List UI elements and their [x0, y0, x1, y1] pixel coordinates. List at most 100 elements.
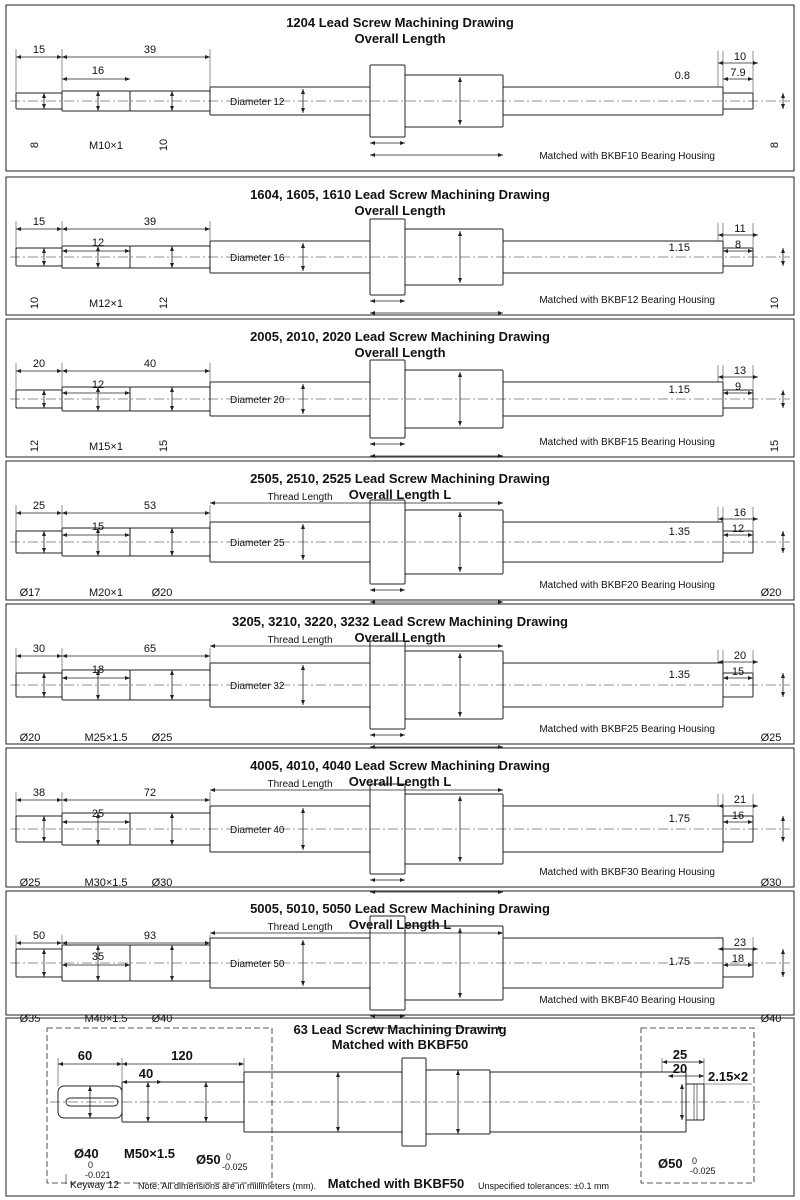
- dim-d-label: 16: [734, 507, 746, 519]
- right-journal-label: Ø30: [761, 877, 782, 889]
- dim-b: [62, 55, 210, 59]
- keyway-label: Keyway 12: [70, 1180, 119, 1191]
- arrowhead: [204, 1082, 208, 1087]
- arrowhead: [458, 512, 462, 517]
- shoulder-dia: [170, 670, 174, 700]
- arrowhead: [301, 89, 305, 94]
- bearing-note: Matched with BKBF25 Bearing Housing: [539, 724, 715, 735]
- nut-height: [458, 653, 462, 717]
- arrowhead: [370, 442, 375, 446]
- panel-border: [5, 747, 795, 888]
- arrowhead: [57, 227, 62, 231]
- dim-d: [718, 61, 758, 65]
- dim-a-label: 50: [33, 930, 45, 942]
- shaft-dia: [336, 1072, 340, 1132]
- arrowhead: [170, 813, 174, 818]
- arrowhead: [42, 104, 46, 109]
- arrowhead: [301, 808, 305, 813]
- nut-height: [458, 231, 462, 283]
- arrowhead: [42, 531, 46, 536]
- dim-e: [723, 533, 753, 537]
- thread-dia: [96, 813, 100, 845]
- arrowhead: [57, 511, 62, 515]
- arrowhead: [122, 1062, 127, 1066]
- arrowhead: [723, 676, 728, 680]
- arrowhead: [205, 654, 210, 658]
- arrowhead: [458, 796, 462, 801]
- right-journal: [722, 92, 754, 110]
- dim-c-label: 12: [92, 237, 104, 249]
- arrowhead: [680, 1084, 684, 1089]
- shaft-diameter: [301, 808, 305, 850]
- thread-length-dim: [210, 788, 503, 792]
- arrowhead: [753, 233, 758, 237]
- dim-e-label: 12: [732, 523, 744, 535]
- dim-d: [718, 947, 758, 951]
- dim-e-label: 20: [673, 1061, 687, 1076]
- left-journal-label: Ø20: [20, 732, 41, 744]
- arrowhead: [16, 654, 21, 658]
- arrowhead: [42, 390, 46, 395]
- thread-spec-label: M50×1.5: [124, 1146, 175, 1161]
- arrowhead: [753, 947, 758, 951]
- thread-spec-label: M25×1.5: [84, 732, 127, 744]
- left-journal-label: Ø25: [20, 877, 41, 889]
- dim-b-label: 39: [144, 44, 156, 56]
- panel-border: [5, 4, 795, 172]
- arrowhead: [753, 804, 758, 808]
- dim-b-label: 40: [144, 358, 156, 370]
- arrowhead: [301, 555, 305, 560]
- arrowhead: [96, 945, 100, 950]
- arrowhead: [62, 227, 67, 231]
- panel-3: 2505, 2510, 2525 Lead Screw Machining Dr…: [5, 460, 795, 604]
- dim-b: [122, 1062, 244, 1066]
- shoulder-dia-label: Ø40: [152, 1013, 173, 1025]
- arrowhead: [400, 588, 405, 592]
- arrowhead: [96, 695, 100, 700]
- arrowhead: [781, 673, 785, 678]
- shoulder-dia-label: 10: [158, 139, 170, 151]
- arrowhead: [301, 243, 305, 248]
- right-journal-label: Ø25: [761, 732, 782, 744]
- shaft-diameter-label: Diameter 20: [230, 395, 285, 406]
- dim-d-label: 20: [734, 650, 746, 662]
- shoulder-dia: [170, 945, 174, 981]
- dim-d: [718, 375, 758, 379]
- arrowhead: [301, 940, 305, 945]
- arrowhead: [96, 670, 100, 675]
- left-journal-dia: [42, 531, 46, 553]
- arrowhead: [125, 676, 130, 680]
- right-journal: [722, 672, 754, 698]
- arrowhead: [42, 548, 46, 553]
- arrowhead: [57, 941, 62, 945]
- arrowhead: [205, 798, 210, 802]
- arrowhead: [370, 153, 375, 157]
- arrowhead: [16, 798, 21, 802]
- dim-d: [718, 804, 758, 808]
- panel-subtitle: Overall Length L: [349, 487, 452, 502]
- panel-border: [5, 176, 795, 316]
- dim-b-label: 72: [144, 787, 156, 799]
- arrowhead: [96, 976, 100, 981]
- dim-e-label: 9: [735, 381, 741, 393]
- arrowhead: [125, 391, 130, 395]
- dim-a: [16, 55, 62, 59]
- dim-a-label: 60: [78, 1048, 92, 1063]
- shaft-diameter-label: Diameter 50: [230, 959, 285, 970]
- nut-height: [458, 928, 462, 998]
- arrowhead: [16, 369, 21, 373]
- arrowhead: [42, 837, 46, 842]
- thread-spec-label: M15×1: [89, 441, 123, 453]
- arrowhead: [781, 972, 785, 977]
- thread-dia: [96, 528, 100, 556]
- arrowhead: [125, 820, 130, 824]
- arrowhead: [781, 248, 785, 253]
- tolerance-note: Unspecified tolerances: ±0.1 mm: [478, 1181, 609, 1191]
- arrowhead: [205, 369, 210, 373]
- dim-b: [62, 511, 210, 515]
- bearing-note: Matched with BKBF10 Bearing Housing: [539, 151, 715, 162]
- arrowhead: [170, 91, 174, 96]
- arrowhead: [16, 941, 21, 945]
- dim-b-label: 65: [144, 643, 156, 655]
